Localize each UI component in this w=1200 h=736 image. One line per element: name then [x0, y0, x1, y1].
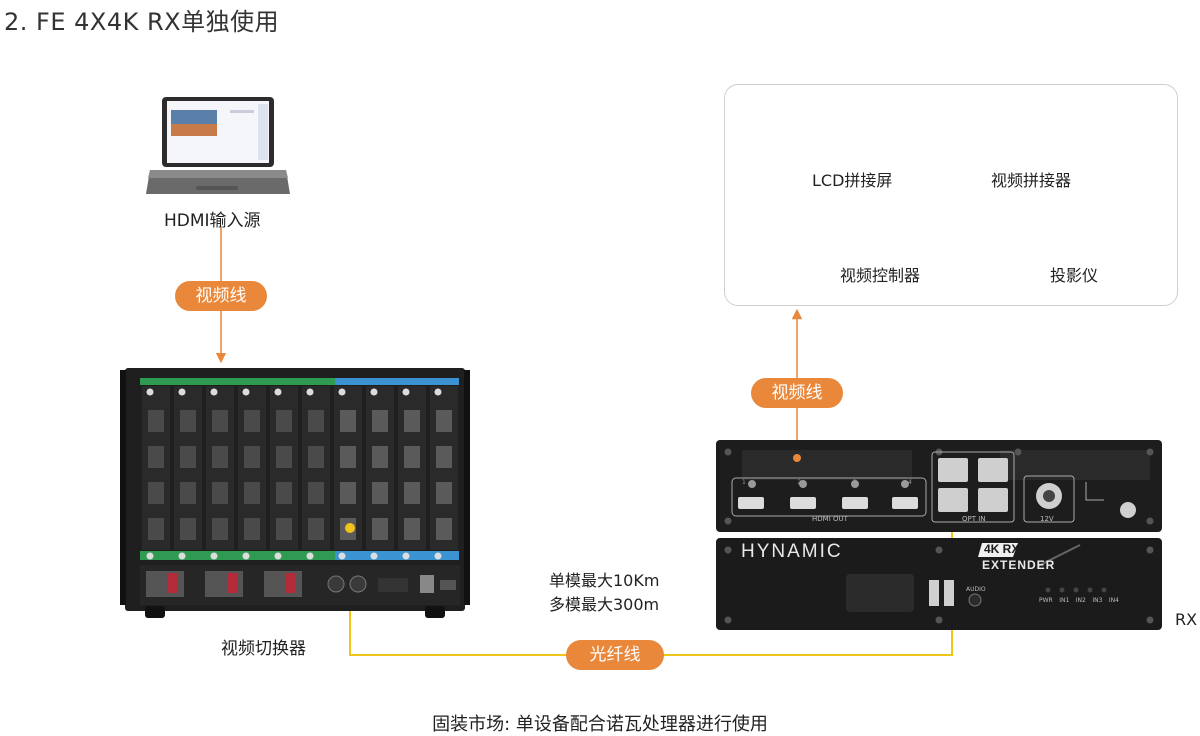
- rx-brand: HYNAMIC: [741, 541, 843, 562]
- card-screw: [306, 552, 314, 560]
- card-port: [148, 518, 164, 540]
- card-screw: [210, 388, 218, 396]
- card-screw: [242, 388, 250, 396]
- card-screw: [242, 552, 250, 560]
- port-num-2: 2: [797, 479, 802, 486]
- card-port: [212, 518, 228, 540]
- card-port: [372, 482, 388, 504]
- rx-front-panel: [716, 538, 1162, 630]
- card-screw: [434, 552, 442, 560]
- switcher-label: 视频切换器: [221, 639, 306, 659]
- card-screw: [338, 388, 346, 396]
- card-port: [148, 482, 164, 504]
- card-port: [372, 410, 388, 432]
- card-port: [308, 482, 324, 504]
- card-screw: [178, 552, 186, 560]
- led-in1: IN1: [1059, 597, 1070, 604]
- port-num-1: 1: [742, 479, 746, 486]
- card-port: [244, 482, 260, 504]
- rx-port-numbers: 1 2 3 4: [742, 479, 912, 486]
- rx-audio-label: AUDIO: [966, 586, 986, 593]
- card-port: [404, 518, 420, 540]
- card-screw: [338, 552, 346, 560]
- fiber-port-dot: [345, 523, 355, 533]
- card-port: [340, 482, 356, 504]
- card-screw: [434, 388, 442, 396]
- rx-product-badge: 4K RX: [984, 542, 1020, 556]
- rx-power-label: 12V: [1040, 515, 1054, 523]
- footer-caption: 固装市场: 单设备配合诺瓦处理器进行使用: [432, 714, 768, 735]
- card-port: [212, 410, 228, 432]
- hdmi-source-label: HDMI输入源: [164, 211, 261, 231]
- fiber-note-multi-mode: 多模最大300m: [549, 595, 660, 614]
- card-port: [372, 446, 388, 468]
- card-port: [436, 518, 452, 540]
- device-label-projector: 投影仪: [1050, 266, 1099, 285]
- laptop-icon: [146, 97, 290, 194]
- video-cable-badge-1: 视频线: [175, 281, 267, 311]
- card-port: [244, 410, 260, 432]
- card-port: [276, 482, 292, 504]
- led-pwr: PWR: [1039, 597, 1053, 604]
- card-port: [340, 410, 356, 432]
- card-port: [276, 446, 292, 468]
- port-num-3: 3: [852, 479, 857, 486]
- card-port: [180, 446, 196, 468]
- card-port: [436, 410, 452, 432]
- card-port: [404, 446, 420, 468]
- card-screw: [274, 388, 282, 396]
- rx-rear-panel: [716, 440, 1162, 532]
- card-screw: [402, 388, 410, 396]
- card-screw: [370, 388, 378, 396]
- card-screw: [146, 388, 154, 396]
- card-port: [308, 410, 324, 432]
- card-port: [180, 410, 196, 432]
- page-title: 2. FE 4X4K RX单独使用: [4, 8, 280, 36]
- card-port: [340, 446, 356, 468]
- fiber-note-single-mode: 单模最大10Km: [549, 571, 660, 590]
- port-num-4: 4: [908, 479, 912, 486]
- card-port: [180, 518, 196, 540]
- card-port: [148, 410, 164, 432]
- card-port: [436, 482, 452, 504]
- card-screw: [274, 552, 282, 560]
- card-port: [244, 518, 260, 540]
- video-cable-badge-2: 视频线: [751, 378, 843, 408]
- card-port: [212, 446, 228, 468]
- card-port: [276, 410, 292, 432]
- rx-opt-in-label: OPT IN: [962, 515, 986, 523]
- card-screw: [178, 388, 186, 396]
- card-screw: [210, 552, 218, 560]
- card-screw: [306, 388, 314, 396]
- led-in2: IN2: [1075, 597, 1086, 604]
- card-port: [148, 446, 164, 468]
- card-port: [372, 518, 388, 540]
- rx-side-label: RX: [1175, 610, 1198, 629]
- card-port: [180, 482, 196, 504]
- led-in3: IN3: [1092, 597, 1103, 604]
- device-label-controller: 视频控制器: [840, 266, 921, 285]
- device-label-splicer: 视频拼接器: [991, 171, 1072, 190]
- card-port: [436, 446, 452, 468]
- card-port: [244, 446, 260, 468]
- rx-hdmi-out-label: HDMI OUT: [812, 515, 848, 523]
- fiber-cable-badge: 光纤线: [566, 640, 664, 670]
- device-label-lcd: LCD拼接屏: [812, 171, 893, 190]
- led-in4: IN4: [1108, 597, 1119, 604]
- card-screw: [146, 552, 154, 560]
- output-devices-panel: [724, 84, 1178, 306]
- card-port: [212, 482, 228, 504]
- card-port: [276, 518, 292, 540]
- card-port: [308, 446, 324, 468]
- video-switcher-chassis: [120, 368, 470, 618]
- card-screw: [402, 552, 410, 560]
- card-port: [308, 518, 324, 540]
- rx-product-sub: EXTENDER: [982, 558, 1056, 572]
- card-screw: [370, 552, 378, 560]
- card-port: [404, 482, 420, 504]
- rx-led-labels: PWR IN1 IN2 IN3 IN4: [1039, 597, 1119, 604]
- card-port: [404, 410, 420, 432]
